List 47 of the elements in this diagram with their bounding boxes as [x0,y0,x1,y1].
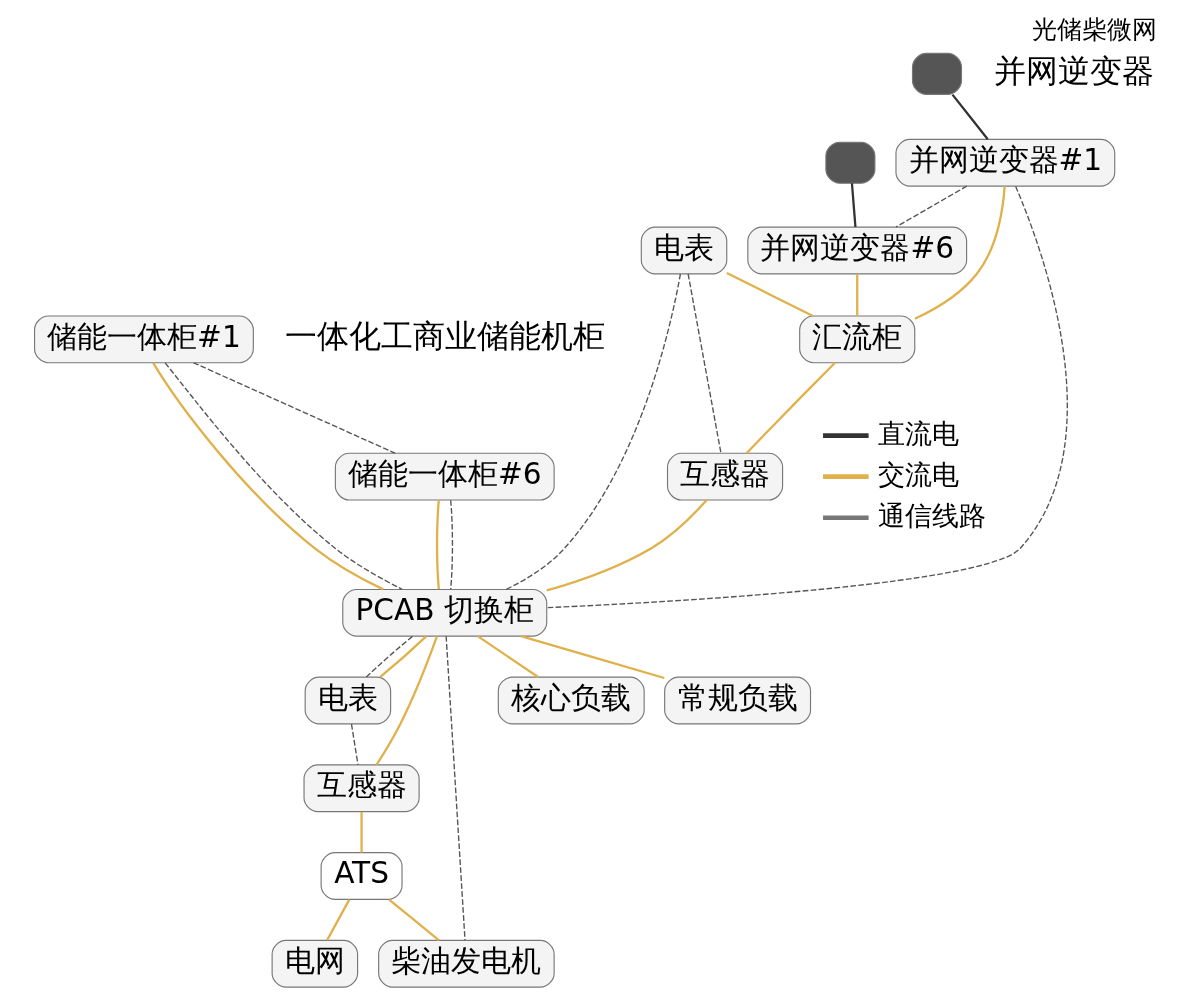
connector [914,186,1006,320]
label: 一体化工商业储能机柜 [284,317,605,356]
connector [895,185,968,228]
connector [435,500,440,590]
node-box: 电表 [640,226,728,275]
connector [350,723,359,766]
node-box [825,141,876,184]
connector [360,811,363,853]
connector [379,635,427,678]
node-box: 电网 [271,939,359,988]
connector [546,185,1068,609]
node-box: 核心负载 [497,676,645,725]
node-box: 柴油发电机 [378,939,555,988]
node-box: ATS [320,852,403,900]
connector [505,273,682,591]
connector [326,899,351,941]
diagram-title: 光储柴微网 [1031,14,1157,44]
connector [546,499,708,592]
connector [375,635,439,766]
connector [388,898,440,942]
node-box: 电表 [304,676,392,725]
legend-label: 直流电 [877,417,959,449]
connector [856,273,859,316]
node-box: 常规负载 [664,676,812,725]
node-box [911,52,963,95]
connector [726,272,813,317]
connector [850,183,857,228]
node-box: 并网逆变器#1 [895,138,1116,187]
node-box: 互感器 [666,452,784,501]
connector [520,635,665,680]
node-box: 汇流柜 [799,315,916,364]
node-box: 储能一体柜#6 [334,452,555,501]
label: 并网逆变器 [993,51,1154,90]
node-box: PCAB 切换柜 [342,588,548,637]
legend-label: 通信线路 [877,499,986,531]
node-box: 储能一体柜#1 [34,315,254,364]
connector [450,499,454,590]
node-box: 互感器 [303,764,420,813]
connector [445,635,466,941]
connector [687,273,722,454]
legend-label: 交流电 [877,458,959,490]
connector [951,93,989,140]
connector [477,635,539,678]
connector [192,362,396,454]
node-box: 并网逆变器#6 [747,226,968,275]
connector [745,361,836,454]
connector [365,635,414,678]
